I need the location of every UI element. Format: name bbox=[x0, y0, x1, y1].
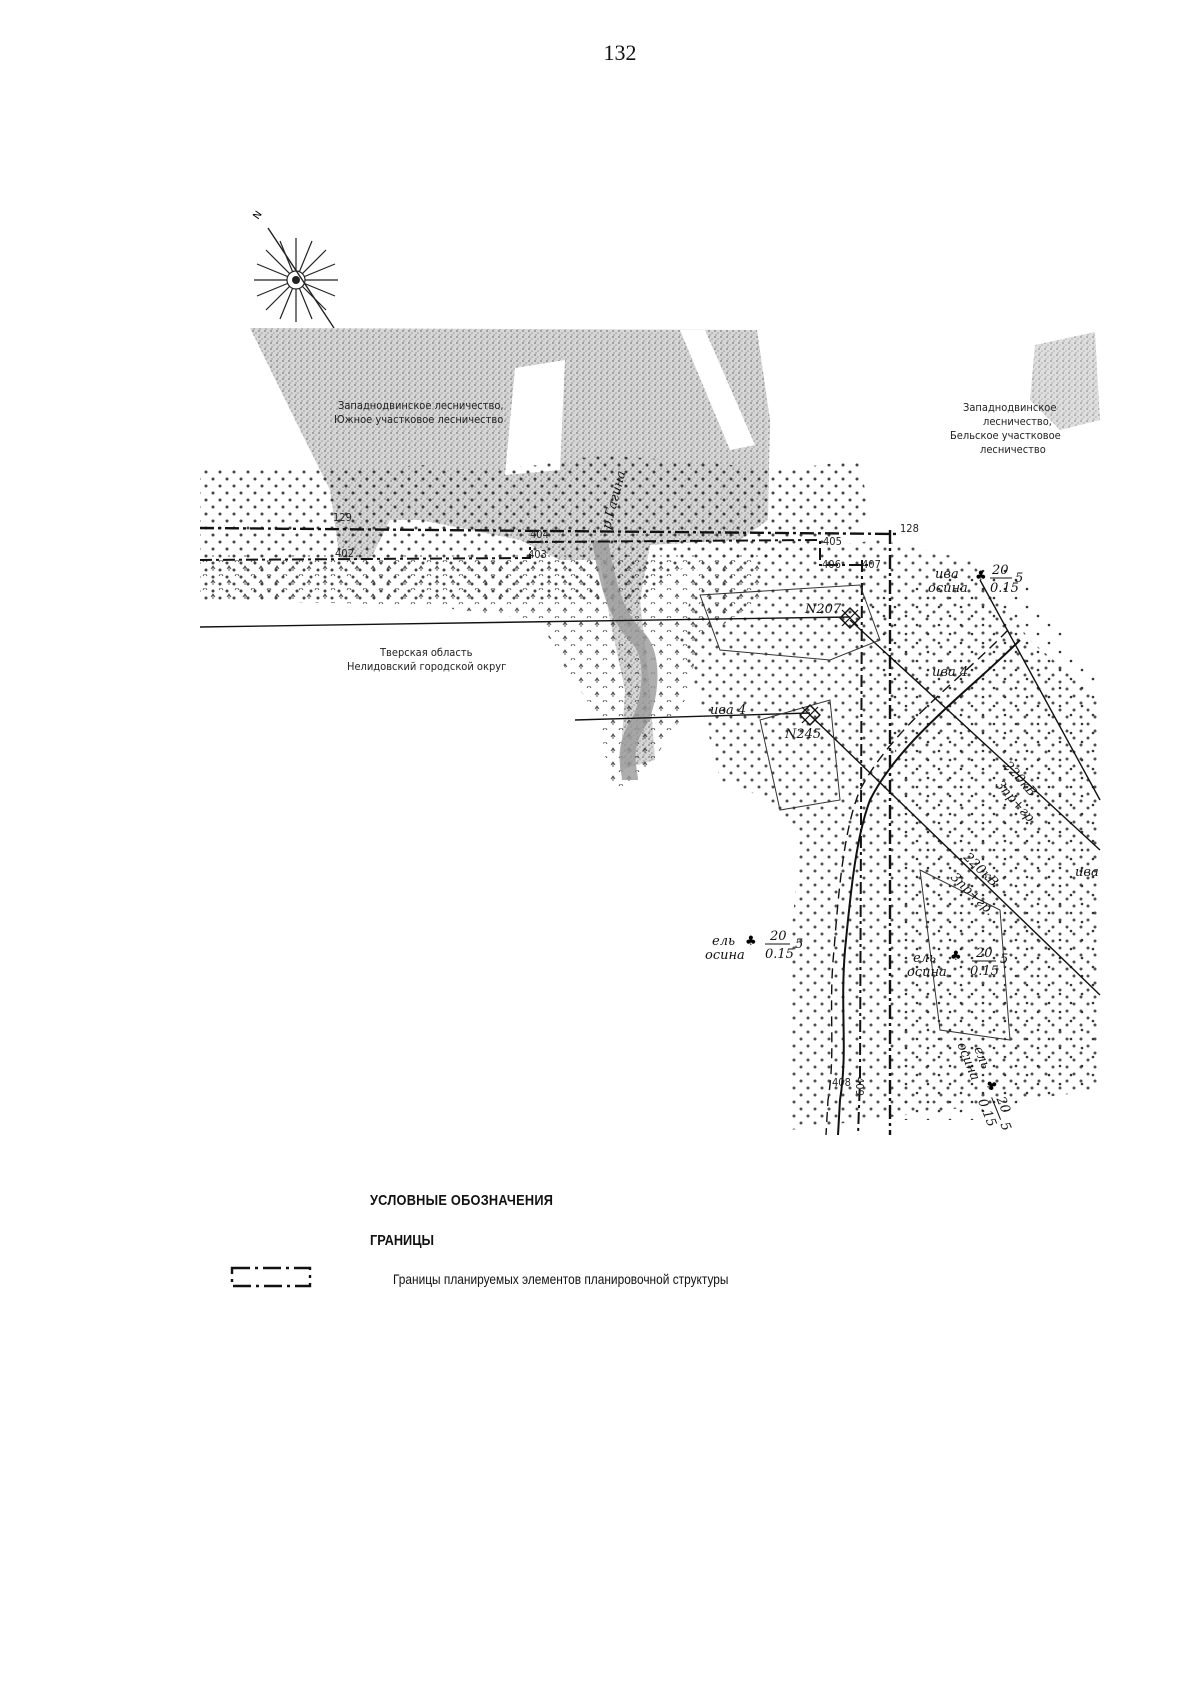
stand-label: ива 4 bbox=[932, 665, 968, 680]
forest-stand-2: ель осина ♣ 20 0.15 5 bbox=[705, 929, 803, 963]
point-label: 406 bbox=[822, 558, 841, 571]
legend-item-label: Границы планируемых элементов планировоч… bbox=[393, 1271, 729, 1287]
point-label: 408 bbox=[832, 1076, 851, 1089]
forest-stand-outlines bbox=[699, 584, 1011, 1041]
svg-text:осина: осина bbox=[705, 948, 745, 963]
forestry-label-bely: Бельское участковое bbox=[950, 429, 1061, 442]
road-strip bbox=[680, 330, 755, 450]
stand-label: ива bbox=[1075, 865, 1099, 880]
svg-text:20: 20 bbox=[975, 946, 993, 961]
point-label: 404 bbox=[530, 528, 549, 541]
svg-text:20: 20 bbox=[992, 1094, 1012, 1116]
dash-dot-boundary-icon bbox=[230, 1266, 312, 1288]
point-label: 128 bbox=[900, 522, 919, 535]
forest-stand-1: ива осина ♣ 20 0.15 5 bbox=[928, 563, 1023, 596]
svg-text:20: 20 bbox=[769, 929, 787, 944]
forestry-label-bely: лесничество, bbox=[983, 415, 1052, 428]
tower-label: N207 bbox=[804, 602, 842, 617]
svg-text:осина: осина bbox=[907, 965, 947, 980]
region-label: Тверская область bbox=[379, 646, 473, 659]
legend-section-title: ГРАНИЦЫ bbox=[370, 1232, 434, 1249]
svg-text:0.15: 0.15 bbox=[990, 581, 1019, 596]
svg-text:N: N bbox=[251, 209, 264, 221]
page-number: 132 bbox=[603, 40, 637, 65]
svg-text:5: 5 bbox=[795, 937, 803, 952]
svg-text:осина: осина bbox=[928, 581, 968, 596]
point-label: 402 bbox=[335, 547, 354, 560]
svg-text:20: 20 bbox=[991, 563, 1009, 578]
point-label: 407 bbox=[862, 558, 881, 571]
power-lines bbox=[199, 579, 1101, 996]
svg-text:ель: ель bbox=[712, 934, 735, 949]
sparse-dotted-zone bbox=[870, 560, 1100, 1120]
forest-stand-4: ель осина ♣ 20 0.15 5 bbox=[954, 1040, 1014, 1133]
map: N Западнод bbox=[199, 209, 1101, 1136]
point-label: 405 bbox=[823, 535, 842, 548]
svg-text:ель: ель bbox=[913, 951, 936, 966]
tree-icon: ♣ bbox=[745, 934, 757, 949]
planning-boundary bbox=[199, 526, 901, 1136]
river-gagina bbox=[592, 538, 658, 781]
point-label: 409 bbox=[853, 1077, 866, 1096]
svg-text:0.15: 0.15 bbox=[765, 947, 794, 962]
forestry-area-bely bbox=[1030, 332, 1100, 430]
point-label: 129 bbox=[333, 511, 352, 524]
region-label: Нелидовский городской округ bbox=[347, 660, 506, 673]
stand-label: ива 4 bbox=[710, 703, 746, 718]
road-line-2 bbox=[825, 629, 1009, 1136]
compass-rose-icon: N bbox=[251, 209, 338, 329]
svg-text:ива: ива bbox=[935, 567, 959, 582]
tree-icon: ♣ bbox=[982, 1078, 1000, 1094]
forest-stand-3: ель осина ♣ 20 0.15 5 bbox=[907, 946, 1008, 980]
tower-label: N245 bbox=[784, 727, 821, 742]
svg-text:5: 5 bbox=[1015, 571, 1023, 586]
tower-icon bbox=[839, 607, 861, 629]
clearing bbox=[505, 360, 565, 475]
tree-icon: ♣ bbox=[950, 949, 962, 964]
svg-text:0.15: 0.15 bbox=[970, 964, 999, 979]
forestry-label-bely: Западнодвинское bbox=[963, 401, 1056, 414]
forestry-label-bely: лесничество bbox=[980, 443, 1046, 456]
point-label: 403 bbox=[528, 548, 547, 561]
legend-title: УСЛОВНЫЕ ОБОЗНАЧЕНИЯ bbox=[370, 1192, 554, 1209]
tree-icon: ♣ bbox=[975, 569, 987, 584]
svg-text:5: 5 bbox=[1000, 952, 1008, 967]
tower-icon bbox=[799, 704, 821, 726]
forestry-label-south: Южное участковое лесничество bbox=[334, 413, 503, 426]
road-line bbox=[837, 639, 1021, 1136]
forestry-label-south: Западнодвинское лесничество, bbox=[338, 399, 504, 412]
legend-item: Границы планируемых элементов планировоч… bbox=[228, 1262, 928, 1292]
